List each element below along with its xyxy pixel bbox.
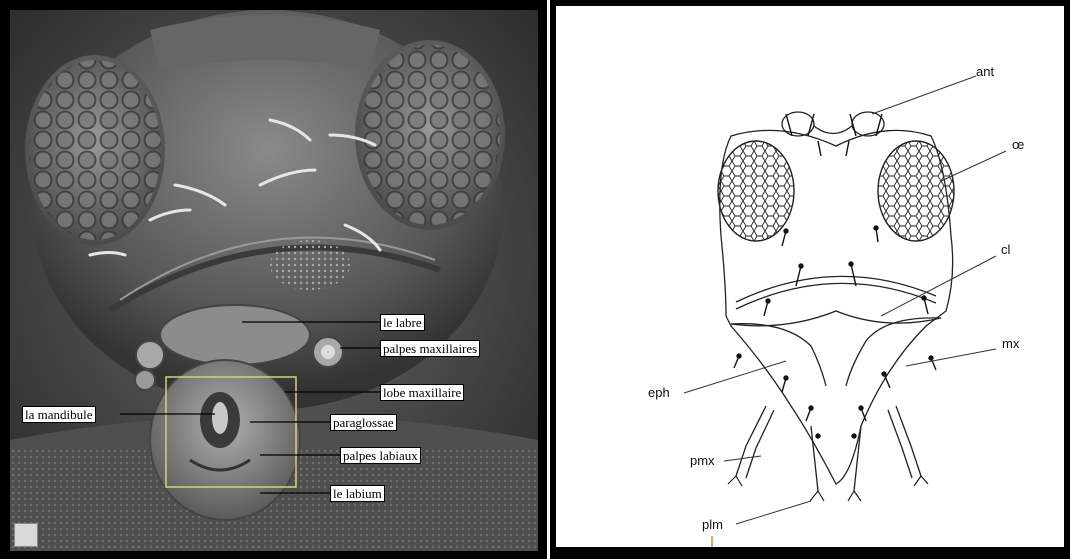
label-ant: ant (976, 64, 994, 79)
label-mx: mx (1002, 336, 1019, 351)
label-le-labre: le labre (380, 314, 425, 331)
label-cl: cl (1001, 242, 1010, 257)
sem-photo-panel: le labre palpes maxillaires lobe maxilla… (0, 0, 547, 559)
label-la-mandibule: la mandibule (22, 406, 96, 423)
sem-head-rendering (10, 10, 538, 551)
label-paraglossae: paraglossae (330, 414, 397, 431)
sem-photograph: le labre palpes maxillaires lobe maxilla… (10, 10, 538, 551)
line-drawing: ant œ cl mx eph pmx plm (556, 6, 1064, 547)
label-eph: eph (648, 385, 670, 400)
head-line-drawing (556, 6, 1064, 547)
label-oe: œ (1012, 137, 1024, 152)
label-lobe-maxillaire: lobe maxillaire (380, 384, 464, 401)
label-pmx: pmx (690, 453, 715, 468)
line-drawing-panel: ant œ cl mx eph pmx plm (550, 0, 1070, 559)
scale-bar-logo (14, 523, 38, 547)
label-palpes-maxillaires: palpes maxillaires (380, 340, 480, 357)
label-palpes-labiaux: palpes labiaux (340, 447, 421, 464)
label-plm: plm (702, 517, 723, 532)
label-le-labium: le labium (330, 485, 385, 502)
